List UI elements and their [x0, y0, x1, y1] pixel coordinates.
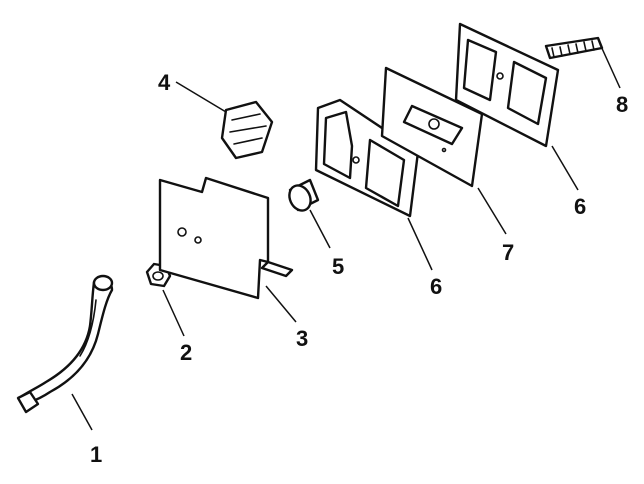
- callout-7: 7: [502, 240, 514, 265]
- part-6-gasket-right: [454, 22, 560, 148]
- callout-6-right: 6: [574, 194, 586, 219]
- callout-1: 1: [90, 442, 102, 467]
- callout-6-left: 6: [430, 274, 442, 299]
- part-5-bushing: [288, 178, 320, 212]
- part-7-reed-plate: [380, 66, 484, 188]
- part-3-bracket: [158, 176, 294, 300]
- callout-2: 2: [180, 340, 192, 365]
- leader-lines: [71, 43, 621, 431]
- part-1-pipe: [16, 274, 114, 414]
- part-6-gasket-left: [314, 98, 420, 218]
- callout-4: 4: [158, 70, 171, 95]
- callout-5: 5: [332, 254, 344, 279]
- callout-8: 8: [616, 92, 628, 117]
- part-4-screen: [220, 100, 274, 160]
- part-8-stud: [544, 36, 604, 60]
- callout-3: 3: [296, 326, 308, 351]
